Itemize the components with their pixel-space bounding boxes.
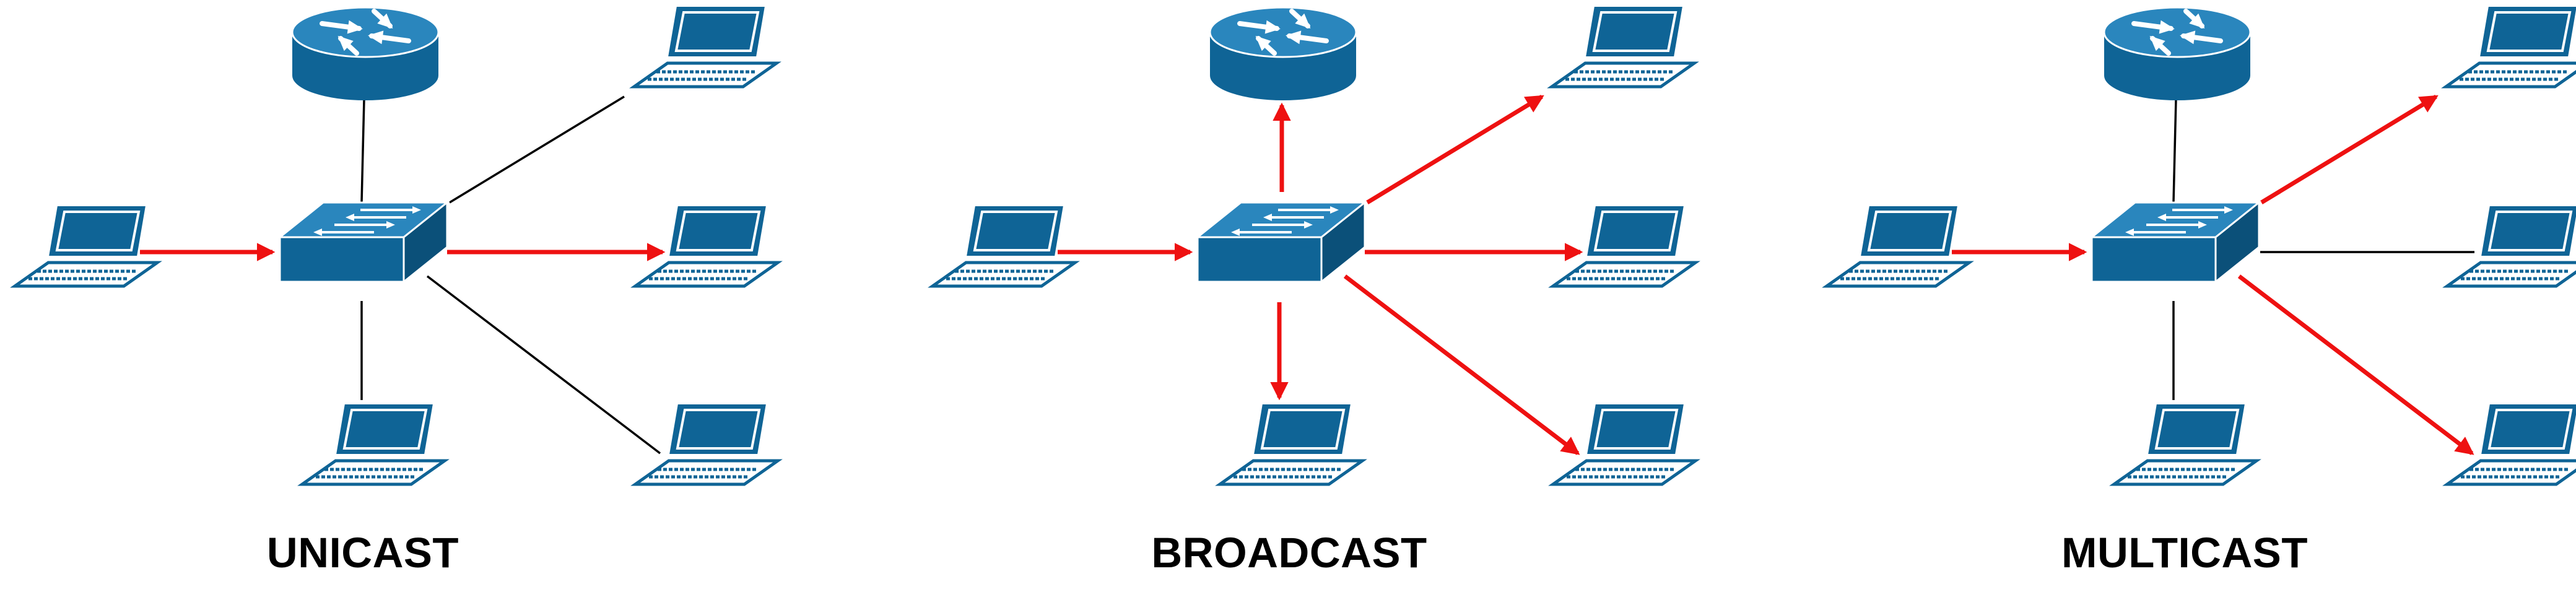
- link-line-router: [2172, 98, 2177, 203]
- laptop-icon: [1548, 205, 1700, 288]
- panel-multicast: [1822, 6, 2576, 486]
- panel-unicast: [10, 6, 783, 486]
- traffic-arrow-pc-top-right: [2260, 95, 2439, 204]
- laptop-icon: [1548, 403, 1700, 486]
- router-icon: [1209, 6, 1357, 100]
- traffic-arrow-pc-bottom-right: [2237, 274, 2474, 455]
- link-line-router: [360, 98, 365, 203]
- traffic-arrow-pc-bottom-right: [1343, 274, 1580, 455]
- switch-icon: [2089, 200, 2262, 284]
- laptop-icon: [630, 403, 783, 486]
- panel-broadcast: [928, 6, 1700, 486]
- link-line-pc-bottom-right: [426, 275, 661, 455]
- laptop-icon: [2442, 205, 2576, 288]
- laptop-icon: [2109, 403, 2261, 486]
- switch-icon: [277, 200, 450, 284]
- laptop-icon: [297, 403, 450, 486]
- router-icon: [291, 6, 440, 100]
- laptop-icon: [1215, 403, 1367, 486]
- laptop-icon: [2441, 6, 2576, 89]
- laptop-icon: [1547, 6, 1699, 89]
- switch-icon: [1194, 200, 1368, 284]
- laptop-icon: [630, 205, 783, 288]
- laptop-icon: [629, 6, 781, 89]
- caption-multicast: MULTICAST: [2061, 529, 2308, 577]
- laptop-icon: [928, 205, 1080, 288]
- laptop-icon: [1822, 205, 1974, 288]
- laptop-icon: [10, 205, 162, 288]
- router-icon: [2103, 6, 2252, 100]
- link-line-pc-top-right: [449, 95, 625, 204]
- traffic-arrow-pc-top-right: [1366, 95, 1544, 204]
- caption-unicast: UNICAST: [266, 529, 459, 577]
- laptop-icon: [2442, 403, 2576, 486]
- caption-broadcast: BROADCAST: [1151, 529, 1427, 577]
